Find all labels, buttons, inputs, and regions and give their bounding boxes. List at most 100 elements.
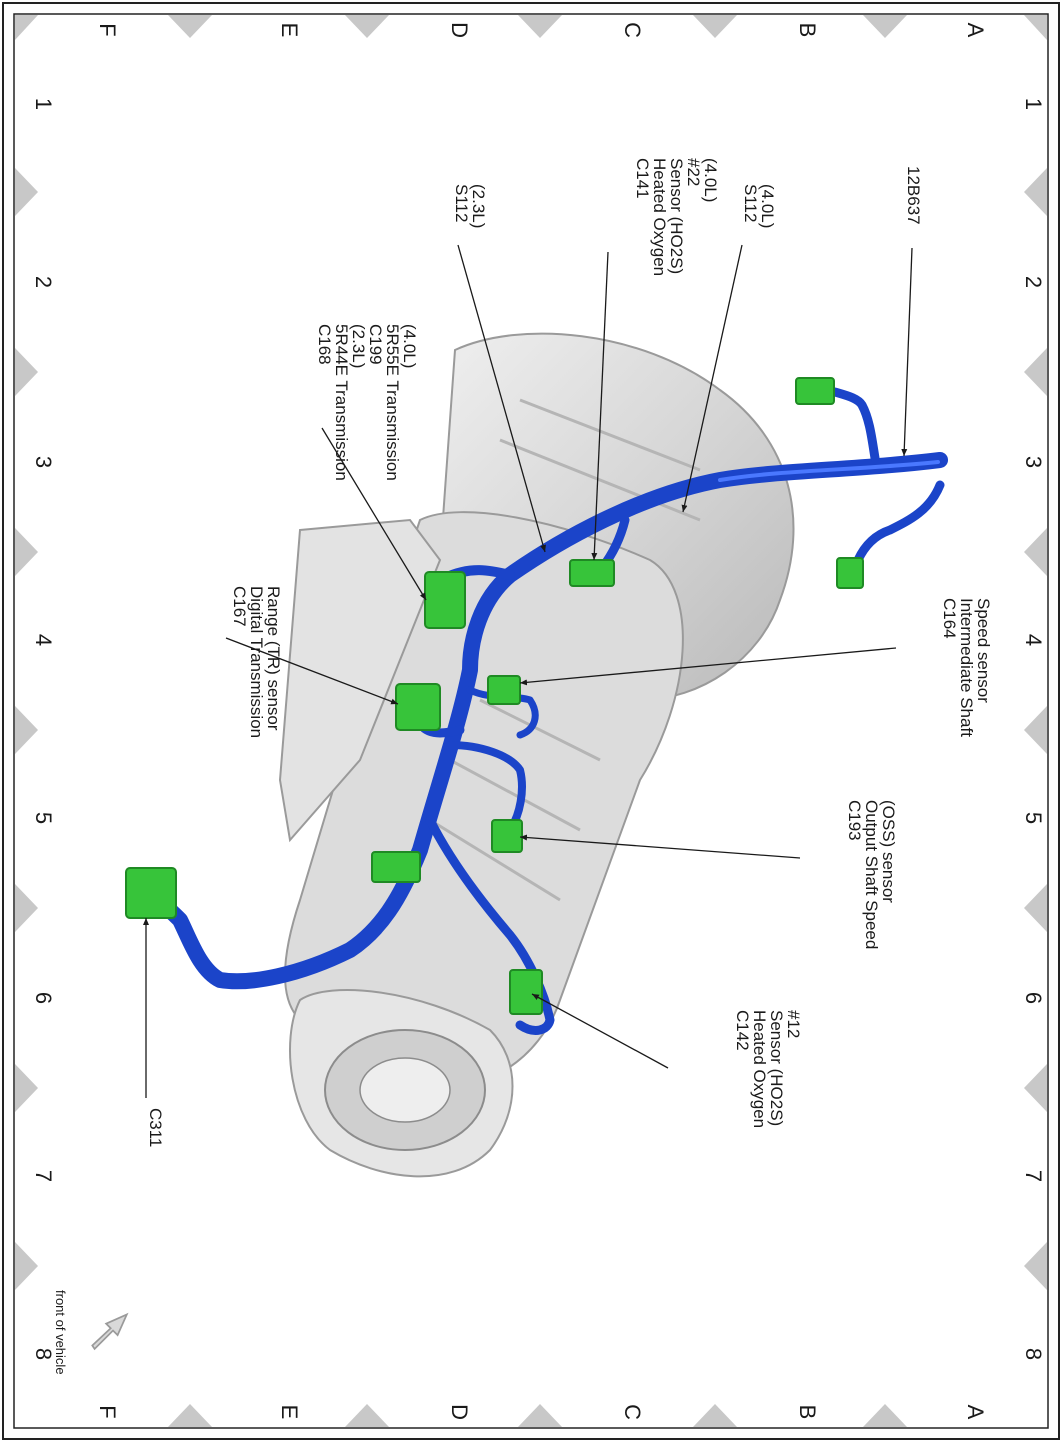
callout-line: Range (TR) sensor — [264, 586, 283, 731]
callout-line: (OSS) sensor — [879, 800, 898, 903]
callout-line: Heated Oxygen — [750, 1010, 769, 1128]
grid-row-label: 7 — [1021, 1170, 1046, 1182]
callout-line: C311 — [146, 1108, 165, 1147]
frame-marker — [168, 15, 212, 38]
frame-marker — [1024, 706, 1047, 754]
connector-c141 — [569, 559, 615, 587]
arrow-icon — [91, 1312, 129, 1351]
callout-line: C168 — [315, 324, 334, 365]
callout-line: C164 — [940, 598, 959, 639]
frame-marker — [1024, 884, 1047, 932]
connector-c142 — [509, 969, 543, 1015]
frame-marker — [518, 15, 562, 38]
grid-column-label: F — [95, 1405, 120, 1418]
grid-row-label: 4 — [31, 634, 56, 646]
frame-marker — [1024, 528, 1047, 576]
frame-marker — [1024, 348, 1047, 396]
callout-line: Speed sensor — [974, 598, 993, 703]
grid-column-label: E — [277, 1405, 302, 1420]
frame-marker — [15, 15, 38, 40]
frame-marker — [1024, 1064, 1047, 1112]
grid-row-label: 8 — [31, 1348, 56, 1360]
grid-row-label: 6 — [31, 992, 56, 1004]
callout-c142: C142Heated OxygenSensor (HO2S)#12 — [733, 1010, 803, 1128]
grid-row-label: 3 — [31, 456, 56, 468]
callout-line: Output Shaft Speed — [862, 800, 881, 949]
callout-line: (2.3L) — [469, 184, 488, 228]
frame-markers — [15, 15, 1047, 1427]
grid-column-label: C — [620, 22, 645, 38]
frame-marker — [1024, 1242, 1047, 1290]
connector-c167 — [395, 683, 441, 731]
connector-a-lower — [836, 557, 864, 589]
connector-12b637-end — [795, 377, 835, 405]
callout-line: (2.3L) — [349, 324, 368, 368]
connector-c193 — [491, 819, 523, 853]
callout-line: 12B637 — [904, 166, 923, 225]
callout-c311: C311 — [146, 1108, 165, 1147]
connector-c164 — [487, 675, 521, 705]
leader-s112-23l — [457, 244, 546, 553]
connectors — [125, 377, 864, 1015]
callout-line: (4.0L) — [701, 158, 720, 202]
frame-marker — [863, 15, 907, 38]
leader-c164 — [519, 647, 897, 686]
grid-row-label: 2 — [1021, 276, 1046, 288]
callout-line: (4.0L) — [758, 184, 777, 228]
callout-line: #12 — [784, 1010, 803, 1038]
connector-c168 — [424, 571, 466, 629]
grid-column-label: B — [795, 1405, 820, 1420]
callout-line: #22 — [684, 158, 703, 186]
leader-12b637 — [901, 247, 913, 457]
callout-c167: C167Digital TransmissionRange (TR) senso… — [230, 586, 283, 738]
frame-marker — [518, 1404, 562, 1427]
grid-column-label: D — [447, 1404, 472, 1420]
front-of-vehicle-indicator: front of vehicle — [53, 1290, 129, 1375]
grid-column-label: B — [795, 23, 820, 38]
front-of-vehicle-label: front of vehicle — [53, 1290, 68, 1375]
callout-line: Heated Oxygen — [650, 158, 669, 276]
callout-line: Sensor (HO2S) — [767, 1010, 786, 1126]
grid-row-label: 1 — [31, 98, 56, 110]
grid-row-label: 4 — [1021, 634, 1046, 646]
frame-marker — [15, 706, 38, 754]
callout-line: S112 — [452, 184, 471, 222]
transmission-illustration — [278, 332, 795, 1178]
leader-c142 — [531, 993, 669, 1069]
grid-column-label: F — [95, 23, 120, 36]
frame-marker — [1024, 168, 1047, 216]
callout-line: 5R44E Transmission — [332, 324, 351, 481]
frame-marker — [863, 1404, 907, 1427]
frame-marker — [15, 168, 38, 216]
leader-c141 — [591, 251, 609, 561]
callout-s112-23l: S112(2.3L) — [452, 184, 488, 228]
callout-line: Sensor (HO2S) — [667, 158, 686, 274]
callout-c141: C141Heated OxygenSensor (HO2S)#22(4.0L) — [633, 158, 720, 276]
grid-row-label: 7 — [31, 1170, 56, 1182]
grid-row-label: 6 — [1021, 992, 1046, 1004]
callout-line: (4.0L) — [400, 324, 419, 368]
frame-marker — [15, 1064, 38, 1112]
callout-c168: C1685R44E Transmission(2.3L)C1995R55E Tr… — [315, 324, 419, 481]
frame-marker — [15, 1242, 38, 1290]
frame-marker — [15, 884, 38, 932]
callout-c164: C164Intermediate ShaftSpeed sensor — [940, 598, 993, 737]
callout-line: C167 — [230, 586, 249, 627]
grid-row-label: 8 — [1021, 1348, 1046, 1360]
leader-lines — [143, 244, 913, 1098]
grid-column-label: C — [620, 1404, 645, 1420]
frame-marker — [345, 1404, 389, 1427]
callout-12b637: 12B637 — [904, 166, 923, 225]
callout-line: C141 — [633, 158, 652, 199]
grid-column-label: A — [963, 23, 988, 38]
callout-s112-40l: S112(4.0L) — [741, 184, 777, 228]
leader-s112-40l — [681, 244, 743, 513]
leader-c193 — [519, 834, 801, 859]
frame-marker — [693, 1404, 737, 1427]
frame-marker — [15, 528, 38, 576]
grid-row-label: 2 — [31, 276, 56, 288]
frame-marker — [168, 1404, 212, 1427]
